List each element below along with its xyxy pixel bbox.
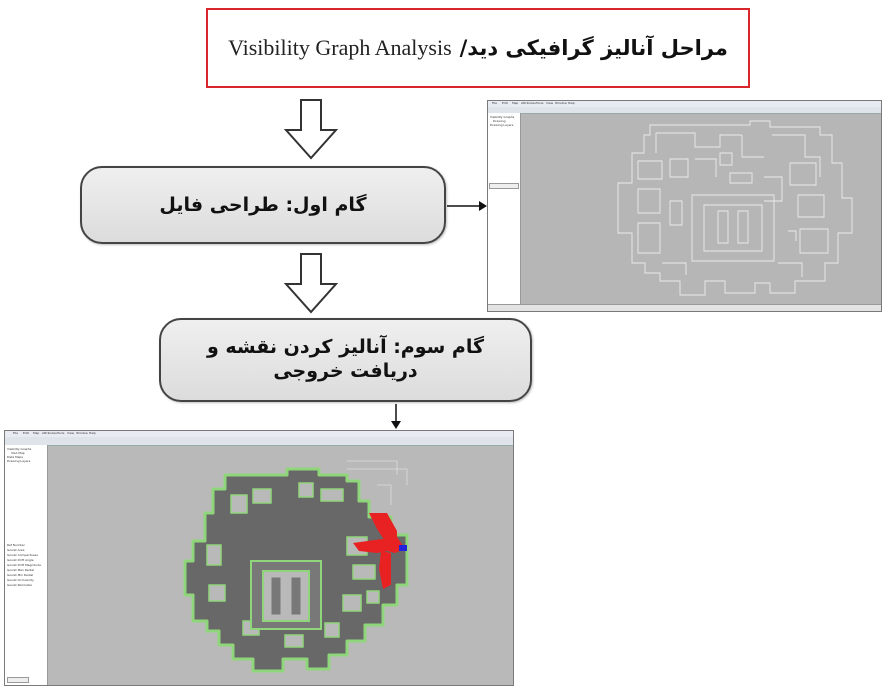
menu2-window[interactable]: Window bbox=[76, 431, 88, 435]
menu2-edit[interactable]: Edit bbox=[23, 431, 29, 435]
right-arrow bbox=[447, 201, 487, 211]
menu2-help[interactable]: Help bbox=[89, 431, 96, 435]
attribute-item[interactable]: Isovist Drift Angle bbox=[7, 558, 34, 562]
menu-attributes[interactable]: Attributes bbox=[521, 101, 536, 105]
layers-panel: Visibility Graphs Drawing Drawing Layers bbox=[488, 113, 521, 305]
vga-map bbox=[183, 460, 409, 673]
attribute-item[interactable]: Isovist Min Radial bbox=[7, 573, 34, 577]
tree2-item-data[interactable]: Data Maps bbox=[7, 455, 24, 459]
menu-view[interactable]: View bbox=[546, 101, 554, 105]
tree2-item-vga[interactable]: VGA Map bbox=[11, 451, 25, 455]
attribute-item[interactable]: Isovist Drift Magnitude bbox=[7, 563, 41, 567]
menu-help[interactable]: Help bbox=[568, 101, 575, 105]
attribute-item[interactable]: Isovist Area bbox=[7, 548, 25, 552]
tree2-item-visibility[interactable]: Visibility Graphs bbox=[7, 447, 32, 451]
title-persian: مراحل آنالیز گرافیکی دید/ bbox=[459, 36, 728, 60]
attribute-item[interactable]: Isovist Perimeter bbox=[7, 583, 33, 587]
attributes-panel: Visibility Graphs VGA Map Data Maps Draw… bbox=[5, 445, 48, 685]
menu2-view[interactable]: View bbox=[67, 431, 75, 435]
tree-item-visibility[interactable]: Visibility Graphs bbox=[490, 115, 515, 119]
attribute-list: Ref Number Isovist Area Isovist Compactn… bbox=[7, 543, 41, 587]
menu-window[interactable]: Window bbox=[555, 101, 567, 105]
screenshot-drawing-file: File Edit Map Attributes Tools View Wind… bbox=[487, 100, 882, 312]
step-analyze-map: گام سوم: آنالیز کردن نقشه و دریافت خروجی bbox=[159, 318, 532, 402]
menu-map[interactable]: Map bbox=[512, 101, 519, 105]
menu2-attributes[interactable]: Attributes bbox=[42, 431, 57, 435]
menu2-tools[interactable]: Tools bbox=[57, 431, 65, 435]
status-bar bbox=[488, 304, 881, 311]
toolbar-2 bbox=[5, 437, 513, 446]
down-arrow-1 bbox=[283, 99, 339, 160]
menu2-file[interactable]: File bbox=[13, 431, 19, 435]
attribute-item[interactable]: Isovist Compactness bbox=[7, 553, 38, 557]
attribute-item[interactable]: Ref Number bbox=[7, 543, 25, 547]
panel-dropdown[interactable] bbox=[489, 183, 519, 189]
step-design-file: گام اول: طراحی فایل bbox=[80, 166, 446, 244]
toolbar bbox=[488, 107, 881, 114]
tree-item-layers[interactable]: Drawing Layers bbox=[490, 123, 514, 127]
plan-drawing bbox=[617, 120, 853, 296]
menu-tools[interactable]: Tools bbox=[536, 101, 544, 105]
screenshot-vga-analysis: File Edit Map Attributes Tools View Wind… bbox=[4, 430, 514, 686]
menu2-map[interactable]: Map bbox=[33, 431, 40, 435]
small-down-arrow bbox=[391, 404, 401, 429]
menu-bar: File Edit Map Attributes Tools View Wind… bbox=[488, 101, 881, 107]
title-box: Visibility Graph Analysis مراحل آنالیز گ… bbox=[206, 8, 750, 88]
attribute-item[interactable]: Isovist Occlusivity bbox=[7, 578, 34, 582]
title-english: Visibility Graph Analysis bbox=[228, 35, 452, 60]
menu-bar-2: File Edit Map Attributes Tools View Wind… bbox=[5, 431, 513, 437]
panel-footer-control[interactable] bbox=[7, 677, 29, 683]
down-arrow-2 bbox=[283, 253, 339, 314]
tree2-item-layers[interactable]: Drawing Layers bbox=[7, 459, 31, 463]
step-design-label: گام اول: طراحی فایل bbox=[159, 194, 367, 216]
step-analyze-label: گام سوم: آنالیز کردن نقشه و دریافت خروجی bbox=[206, 336, 485, 382]
attribute-item[interactable]: Isovist Max Radial bbox=[7, 568, 35, 572]
tree-item-drawing[interactable]: Drawing bbox=[493, 119, 506, 123]
menu-file[interactable]: File bbox=[492, 101, 498, 105]
menu-edit[interactable]: Edit bbox=[502, 101, 508, 105]
